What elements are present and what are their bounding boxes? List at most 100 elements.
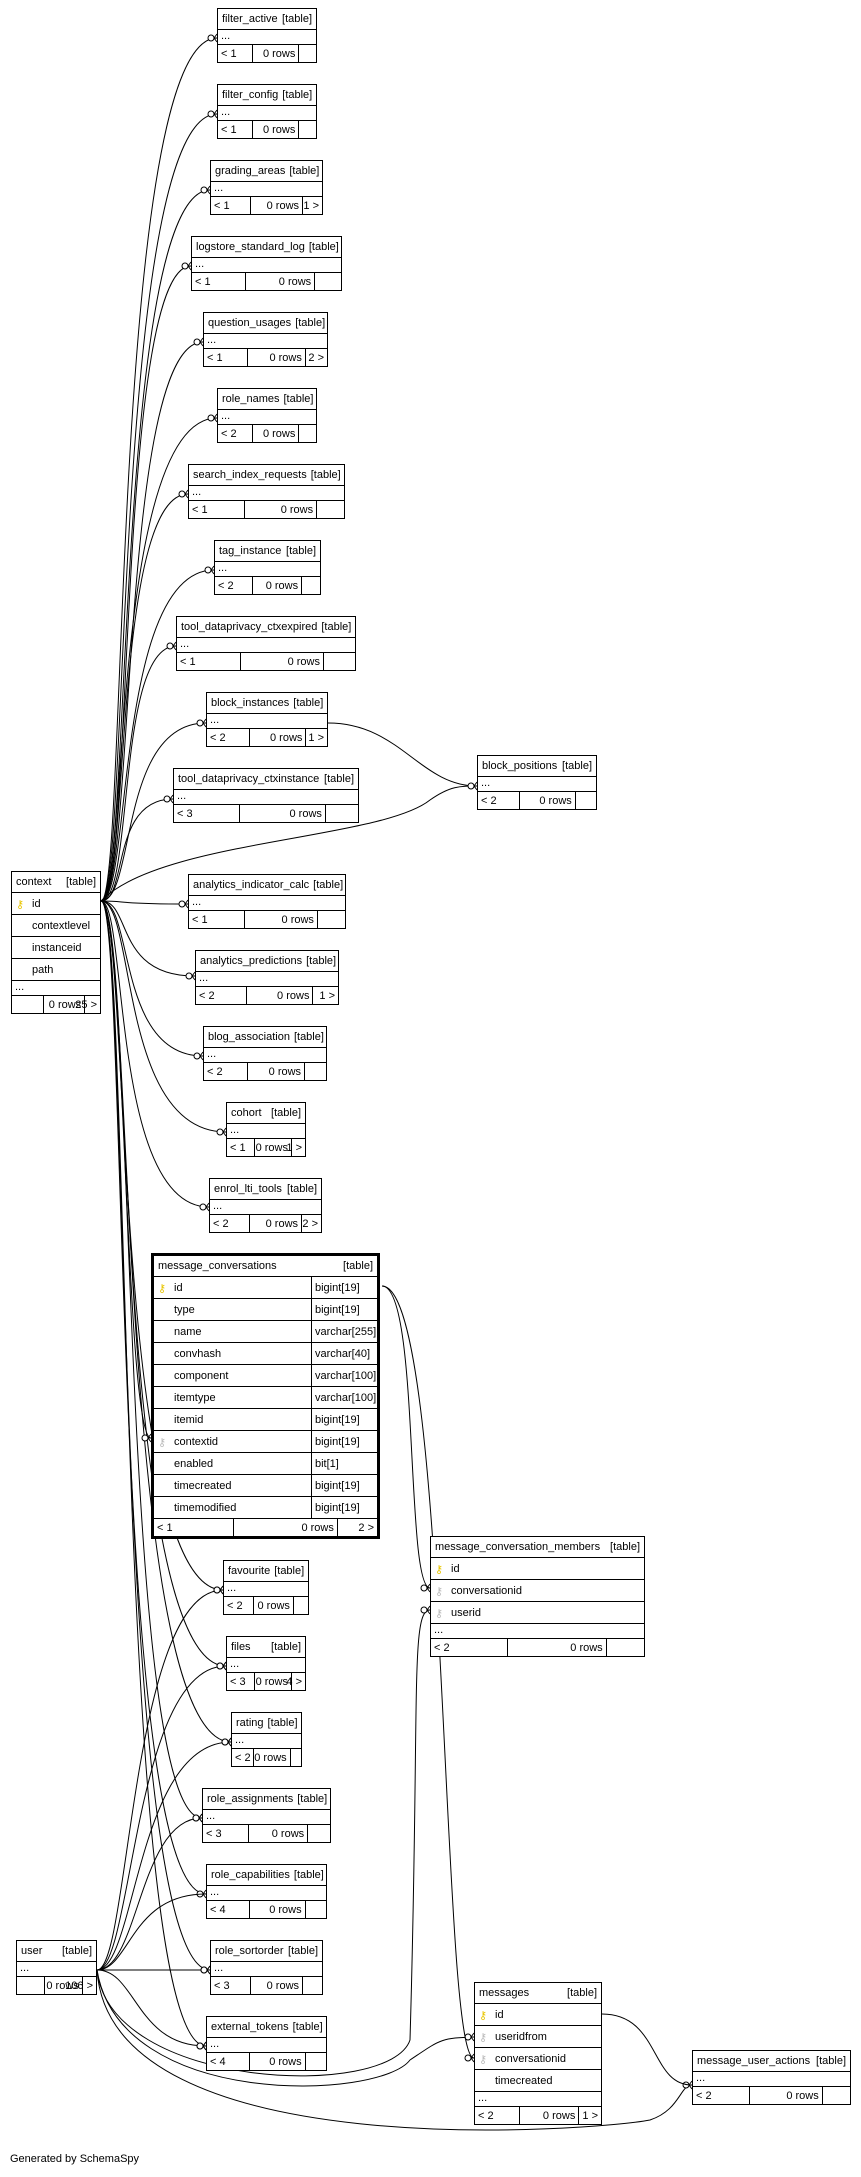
column-row-path[interactable]: path xyxy=(12,959,100,981)
table-name[interactable]: search_index_requests xyxy=(193,469,307,481)
table-header[interactable]: analytics_indicator_calc[table] xyxy=(189,875,345,896)
parent-count[interactable]: < 1 xyxy=(211,197,251,214)
table-header[interactable]: analytics_predictions[table] xyxy=(196,951,338,972)
table-header[interactable]: search_index_requests[table] xyxy=(189,465,344,486)
table-tool-dataprivacy-ctxexpired[interactable]: tool_dataprivacy_ctxexpired[table]...< 1… xyxy=(176,616,356,671)
parent-count[interactable]: < 1 xyxy=(189,911,246,928)
table-header[interactable]: tag_instance[table] xyxy=(215,541,320,562)
table-header[interactable]: message_conversations[table] xyxy=(154,1256,377,1277)
parent-count[interactable]: < 2 xyxy=(431,1639,508,1656)
table-name[interactable]: analytics_predictions xyxy=(200,955,303,967)
child-count[interactable] xyxy=(574,792,596,809)
table-name[interactable]: context xyxy=(16,876,52,888)
parent-count[interactable]: < 1 xyxy=(227,1139,256,1156)
parent-count[interactable]: < 1 xyxy=(154,1519,235,1536)
child-count[interactable] xyxy=(304,1901,326,1918)
table-header[interactable]: rating[table] xyxy=(232,1713,301,1734)
table-name[interactable]: analytics_indicator_calc xyxy=(193,879,310,891)
table-header[interactable]: files[table] xyxy=(227,1637,305,1658)
child-count[interactable]: 2 > xyxy=(301,1215,321,1232)
table-name[interactable]: blog_association xyxy=(208,1031,290,1043)
table-tool-dataprivacy-ctxinstance[interactable]: tool_dataprivacy_ctxinstance[table]...< … xyxy=(173,768,359,823)
parent-count[interactable]: < 2 xyxy=(218,425,254,442)
table-header[interactable]: external_tokens[table] xyxy=(207,2017,326,2038)
table-name[interactable]: logstore_standard_log xyxy=(196,241,305,253)
parent-count[interactable]: < 3 xyxy=(203,1825,249,1842)
child-count[interactable]: 2 > xyxy=(336,1519,377,1536)
table-name[interactable]: message_conversations xyxy=(158,1260,277,1272)
child-count[interactable]: 2 > xyxy=(304,349,327,366)
child-count[interactable] xyxy=(301,577,320,594)
table-header[interactable]: grading_areas[table] xyxy=(211,161,322,182)
column-row-useridfrom[interactable]: ⚷useridfrom xyxy=(475,2026,601,2048)
child-count[interactable] xyxy=(304,2053,326,2070)
table-header[interactable]: tool_dataprivacy_ctxinstance[table] xyxy=(174,769,358,790)
parent-count[interactable]: < 4 xyxy=(207,1901,250,1918)
table-header[interactable]: tool_dataprivacy_ctxexpired[table] xyxy=(177,617,355,638)
parent-count[interactable]: < 2 xyxy=(207,729,251,746)
table-name[interactable]: filter_config xyxy=(222,89,279,101)
parent-count[interactable]: < 1 xyxy=(218,45,254,62)
parent-count[interactable]: < 3 xyxy=(227,1673,256,1690)
table-name[interactable]: messages xyxy=(479,1987,530,1999)
parent-count[interactable]: < 3 xyxy=(211,1977,251,1994)
table-name[interactable]: external_tokens xyxy=(211,2021,289,2033)
table-name[interactable]: grading_areas xyxy=(215,165,286,177)
column-row-timecreated[interactable]: timecreated xyxy=(475,2070,601,2092)
parent-count[interactable]: < 4 xyxy=(207,2053,250,2070)
child-count[interactable] xyxy=(605,1639,644,1656)
column-row-id[interactable]: ⚷id xyxy=(431,1558,644,1580)
child-count[interactable] xyxy=(324,805,358,822)
table-name[interactable]: user xyxy=(21,1945,43,1957)
parent-count[interactable]: < 2 xyxy=(478,792,521,809)
table-name[interactable]: message_user_actions xyxy=(697,2055,811,2067)
parent-count[interactable]: < 1 xyxy=(177,653,242,670)
child-count[interactable]: 1 > xyxy=(286,1139,305,1156)
column-row-conversationid[interactable]: ⚷conversationid xyxy=(431,1580,644,1602)
table-name[interactable]: tool_dataprivacy_ctxinstance xyxy=(178,773,320,785)
table-name[interactable]: cohort xyxy=(231,1107,262,1119)
child-count[interactable] xyxy=(314,273,341,290)
child-count[interactable] xyxy=(307,1825,330,1842)
table-name[interactable]: files xyxy=(231,1641,251,1653)
table-header[interactable]: messages[table] xyxy=(475,1983,601,2004)
child-count[interactable]: 1 > xyxy=(312,987,338,1004)
table-header[interactable]: user[table] xyxy=(17,1941,96,1962)
table-name[interactable]: message_conversation_members xyxy=(435,1541,601,1553)
table-header[interactable]: message_user_actions[table] xyxy=(693,2051,850,2072)
parent-count[interactable]: < 2 xyxy=(232,1749,255,1766)
parent-count[interactable]: < 2 xyxy=(224,1597,255,1614)
child-count[interactable] xyxy=(298,45,316,62)
table-header[interactable]: question_usages[table] xyxy=(204,313,327,334)
child-count[interactable]: 106 > xyxy=(65,1977,96,1994)
table-header[interactable]: logstore_standard_log[table] xyxy=(192,237,341,258)
child-count[interactable] xyxy=(302,1977,322,1994)
child-count[interactable]: 25 > xyxy=(75,996,100,1013)
child-count[interactable] xyxy=(322,653,355,670)
table-header[interactable]: context[table] xyxy=(12,872,100,893)
table-header[interactable]: filter_config[table] xyxy=(218,85,316,106)
child-count[interactable] xyxy=(292,1597,308,1614)
table-name[interactable]: tag_instance xyxy=(219,545,282,557)
child-count[interactable] xyxy=(316,501,344,518)
table-name[interactable]: filter_active xyxy=(222,13,278,25)
